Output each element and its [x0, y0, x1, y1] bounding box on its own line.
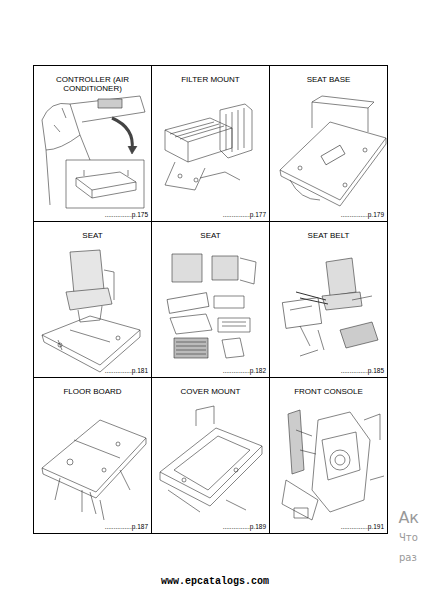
watermark: www.epcatalogs.com — [161, 576, 269, 587]
page-reference: ...............p.187 — [105, 523, 148, 531]
page-reference: ...............p.191 — [341, 523, 384, 531]
overlay-text: Ак — [398, 508, 419, 527]
section-title: CONTROLLER (AIR CONDITIONER) — [40, 75, 145, 93]
overlay-text: Что — [399, 532, 418, 543]
page-reference: ...............p.185 — [341, 367, 384, 375]
section-title: FLOOR BOARD — [40, 387, 145, 396]
front-console-illustration — [282, 410, 384, 520]
page-reference: ...............p.177 — [223, 211, 266, 219]
floor-board-illustration — [42, 420, 146, 520]
section-title: COVER MOUNT — [158, 387, 263, 396]
seat-base-illustration — [280, 96, 386, 206]
page-reference: ...............p.175 — [105, 211, 148, 219]
floor-board-panel: FLOOR BOARD ...............p.187 — [33, 377, 152, 534]
cover-mount-illustration — [160, 406, 262, 512]
section-title: SEAT — [40, 231, 145, 240]
page-reference: ...............p.189 — [223, 523, 266, 531]
seat-exploded-illustration — [167, 254, 256, 358]
seat-panel: SEAT ...............p.182 — [151, 221, 270, 378]
section-title: SEAT BELT — [276, 231, 381, 240]
page-reference: ...............p.179 — [341, 211, 384, 219]
seat-base-panel: SEAT BASE ...............p.179 — [269, 65, 388, 222]
seat-belt-panel: SEAT BELT ...............p.185 — [269, 221, 388, 378]
section-title: FRONT CONSOLE — [276, 387, 381, 396]
seat-panel: SEAT ...............p.181 — [33, 221, 152, 378]
controller-panel: CONTROLLER (AIR CONDITIONER)............… — [33, 65, 152, 222]
seat-belt-illustration — [282, 258, 378, 356]
section-title: FILTER MOUNT — [158, 75, 263, 84]
overlay-text: раз — [399, 552, 417, 563]
cover-mount-panel: COVER MOUNT ...............p.189 — [151, 377, 270, 534]
filter-mount-illustration — [165, 104, 252, 190]
seat-illustration — [42, 250, 140, 372]
filter-mount-panel: FILTER MOUNT ...............p.177 — [151, 65, 270, 222]
controller-illustration — [42, 96, 145, 208]
front-console-panel: FRONT CONSOLE ...............p.191 — [269, 377, 388, 534]
page-reference: ...............p.182 — [223, 367, 266, 375]
section-title: SEAT — [158, 231, 263, 240]
section-title: SEAT BASE — [276, 75, 381, 84]
page-reference: ...............p.181 — [105, 367, 148, 375]
